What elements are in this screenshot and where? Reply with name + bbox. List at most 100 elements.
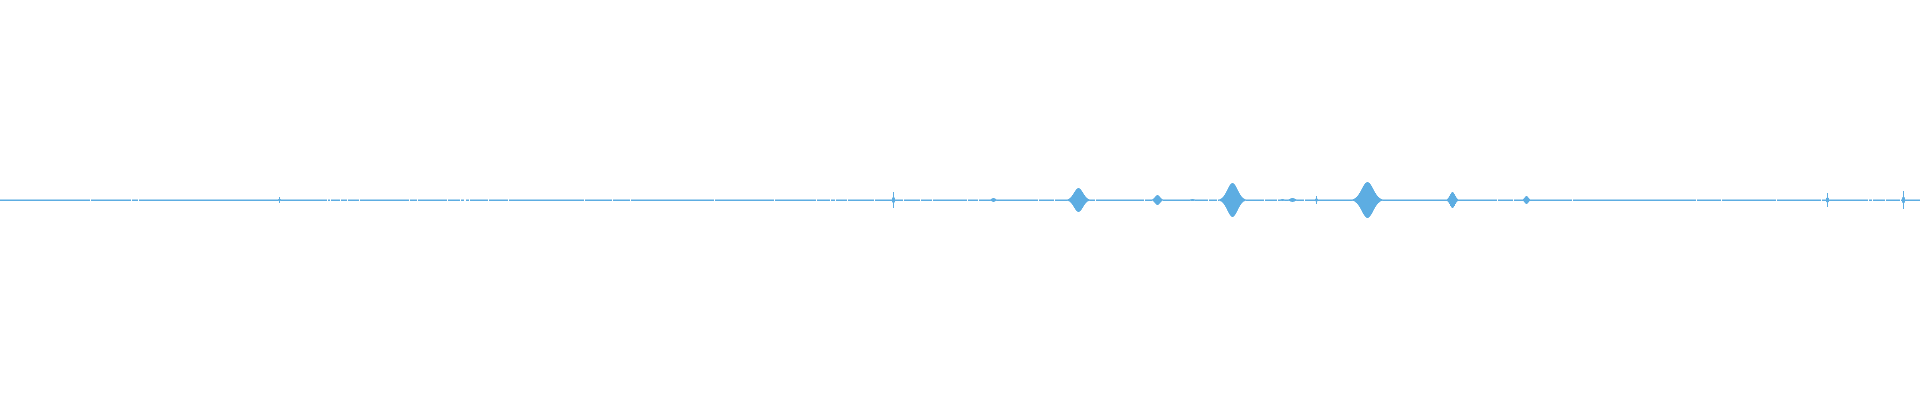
waveform-sample — [472, 199, 473, 201]
waveform-sample — [1594, 199, 1595, 201]
waveform-sample — [1078, 188, 1079, 212]
waveform-sample — [1133, 199, 1134, 201]
waveform-sample — [887, 199, 888, 201]
waveform-sample — [892, 197, 893, 203]
waveform-sample — [65, 199, 66, 201]
waveform-sample — [1523, 198, 1524, 202]
waveform-sample — [1247, 199, 1248, 201]
waveform-sample — [1473, 199, 1474, 201]
waveform-sample — [1274, 199, 1275, 201]
waveform-sample — [1906, 199, 1907, 201]
waveform-sample — [512, 199, 513, 201]
waveform-sample — [1, 199, 2, 201]
waveform-sample — [1263, 199, 1264, 201]
waveform-sample — [253, 199, 254, 201]
waveform-sample — [39, 199, 40, 201]
waveform-sample — [1161, 198, 1162, 202]
waveform-sample — [143, 199, 144, 201]
waveform-sample — [1887, 199, 1888, 201]
waveform-sample — [747, 199, 748, 201]
waveform-sample — [804, 199, 805, 201]
waveform-sample — [1212, 199, 1213, 201]
waveform-sample — [1077, 188, 1078, 212]
waveform-sample — [1426, 199, 1427, 201]
waveform-sample — [522, 199, 523, 201]
waveform-sample — [63, 199, 64, 201]
waveform-sample — [988, 199, 989, 201]
waveform-sample — [829, 199, 830, 201]
waveform-sample — [913, 199, 914, 201]
waveform-sample — [1855, 199, 1856, 201]
waveform-sample — [923, 199, 924, 201]
waveform-sample — [1689, 199, 1690, 201]
waveform-sample — [914, 199, 915, 201]
waveform-sample — [1836, 199, 1837, 201]
waveform-sample — [1632, 199, 1633, 201]
waveform-sample — [1460, 199, 1461, 201]
waveform-sample — [442, 199, 443, 201]
waveform-sample — [125, 199, 126, 201]
waveform-sample — [1016, 199, 1017, 201]
waveform-sample — [83, 199, 84, 201]
waveform-sample — [1698, 199, 1699, 201]
waveform-sample — [1055, 199, 1056, 201]
waveform-sample — [94, 199, 95, 201]
waveform-sample — [81, 199, 82, 201]
waveform-sample — [1517, 199, 1518, 201]
waveform-sample — [429, 199, 430, 201]
waveform-sample — [1334, 199, 1335, 201]
waveform-sample — [571, 199, 572, 201]
waveform-sample — [170, 199, 171, 201]
waveform-sample — [1350, 199, 1351, 201]
waveform-sample — [1713, 199, 1714, 201]
waveform-sample — [260, 199, 261, 201]
waveform-sample — [1062, 199, 1063, 201]
waveform-sample — [1238, 191, 1239, 209]
waveform-sample — [435, 199, 436, 201]
waveform-sample — [452, 199, 453, 201]
waveform-sample — [342, 199, 343, 201]
waveform-sample — [1411, 199, 1412, 201]
waveform-sample — [149, 199, 150, 201]
waveform-sample — [368, 199, 369, 201]
waveform-sample — [728, 199, 729, 201]
waveform-sample — [1531, 199, 1532, 201]
waveform-sample — [352, 199, 353, 201]
waveform-sample — [491, 199, 492, 201]
waveform-sample — [1386, 199, 1387, 201]
waveform-sample — [42, 199, 43, 201]
waveform-sample — [1083, 193, 1084, 207]
waveform-sample — [834, 199, 835, 201]
waveform-sample — [1248, 199, 1249, 201]
waveform-sample — [1057, 199, 1058, 201]
waveform-sample — [1768, 199, 1769, 201]
waveform-sample — [224, 199, 225, 201]
waveform-sample — [1131, 199, 1132, 201]
waveform-sample — [53, 199, 54, 201]
waveform-sample — [531, 199, 532, 201]
waveform-sample — [363, 199, 364, 201]
waveform-sample — [1566, 199, 1567, 201]
waveform-sample — [1170, 199, 1171, 201]
waveform-sample — [878, 199, 879, 201]
waveform-sample — [1712, 199, 1713, 201]
waveform-sample — [315, 199, 316, 201]
waveform-sample — [391, 199, 392, 201]
waveform-sample — [1271, 199, 1272, 201]
waveform-sample — [1512, 199, 1513, 201]
waveform-sample — [283, 199, 284, 201]
waveform-sample — [715, 199, 716, 201]
waveform-sample — [177, 199, 178, 201]
waveform-sample — [578, 199, 579, 201]
waveform-sample — [879, 199, 880, 201]
waveform-sample — [1734, 199, 1735, 201]
waveform-sample — [597, 199, 598, 201]
waveform-sample — [1785, 199, 1786, 201]
waveform-sample — [1119, 199, 1120, 201]
waveform-sample — [1333, 199, 1334, 201]
waveform-sample — [1385, 199, 1386, 201]
waveform-sample — [1344, 199, 1345, 201]
waveform-sample — [661, 199, 662, 201]
waveform-sample — [197, 199, 198, 201]
